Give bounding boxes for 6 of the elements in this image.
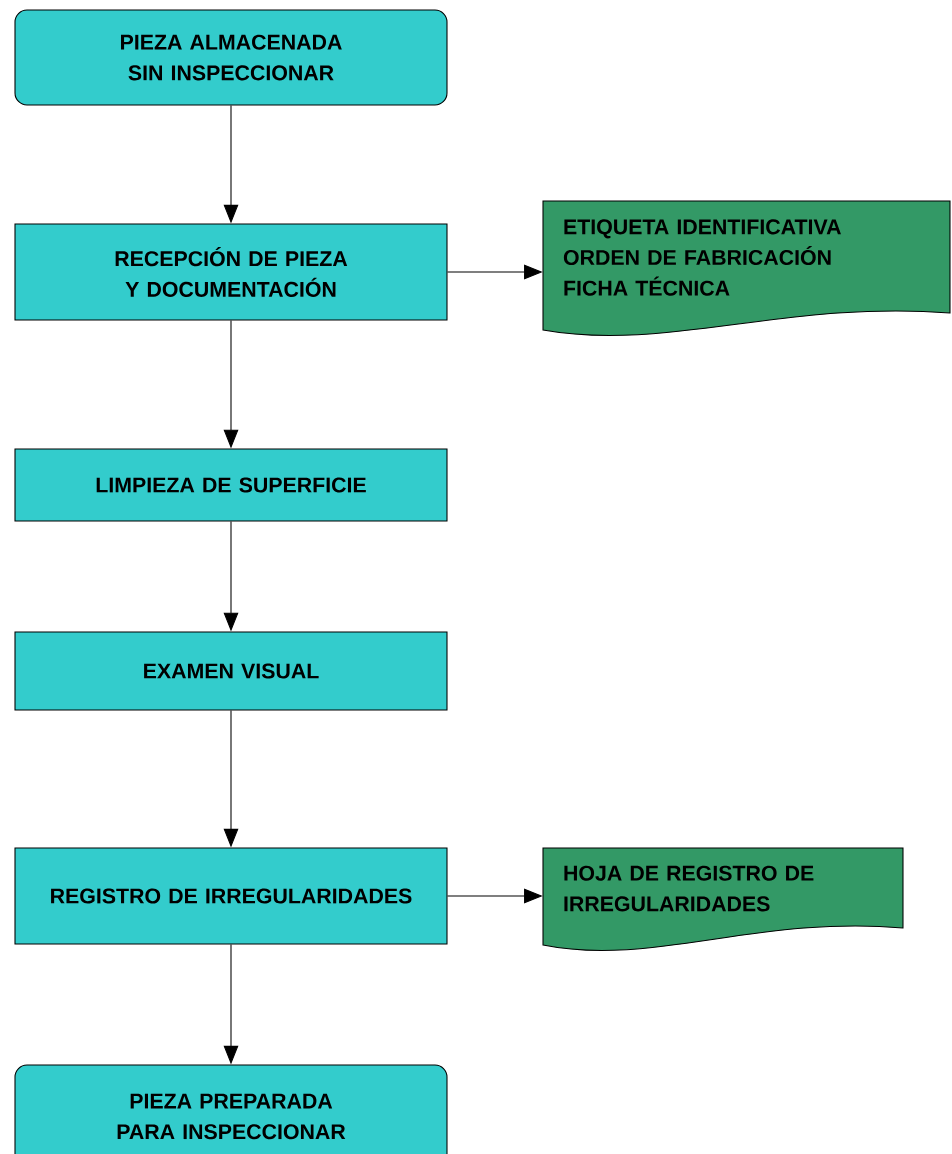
process-box: RECEPCIÓN DE PIEZA Y DOCUMENTACIÓN [14, 223, 448, 321]
terminal-box: PIEZA PREPARADA PARA INSPECCIONAR [14, 1064, 448, 1154]
process-box: LIMPIEZA DE SUPERFICIE [14, 448, 448, 522]
terminal-box: PIEZA ALMACENADA SIN INSPECCIONAR [14, 9, 448, 106]
process-box: REGISTRO DE IRREGULARIDADES [14, 847, 448, 945]
process-box: EXAMEN VISUAL [14, 631, 448, 711]
